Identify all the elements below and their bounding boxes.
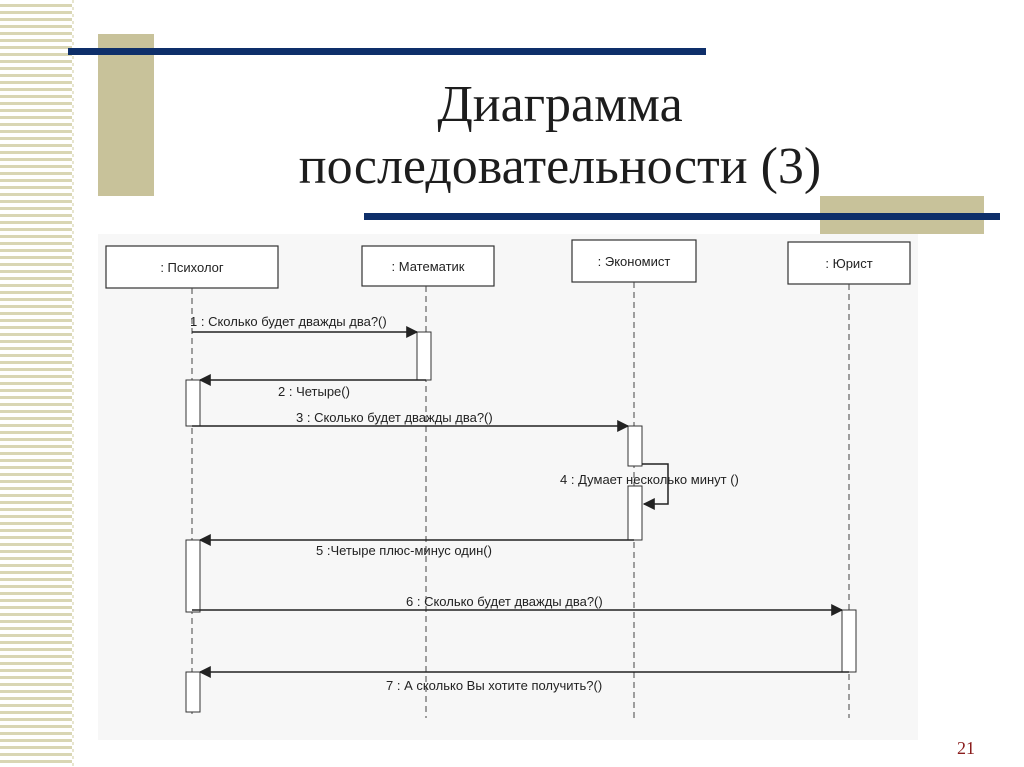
- slide-title-line-1: Диаграмма: [437, 76, 683, 133]
- lifeline-head-box: [571, 239, 697, 283]
- message-label: 3 : Сколько будет дважды два?(): [296, 410, 493, 425]
- message-label: 6 : Сколько будет дважды два?(): [406, 594, 603, 609]
- decorative-stripe-edge: [72, 0, 74, 767]
- message-label: 5 :Четыре плюс-минус один(): [316, 543, 492, 558]
- decorative-stripe: [0, 0, 72, 767]
- diagram-background: [98, 234, 918, 740]
- slide-title: Диаграмма последовательности (3): [230, 74, 890, 198]
- title-rule-bottom: [364, 213, 1000, 220]
- activation-bar-psychologist-1: [185, 379, 201, 427]
- message-label: 4 : Думает несколько минут (): [560, 472, 739, 487]
- message-arrow: [642, 463, 669, 510]
- title-rule-top: [68, 48, 706, 55]
- activation-bar-mathematician: [416, 331, 432, 381]
- message-5: 5 :Четыре плюс-минус один(): [198, 534, 634, 558]
- lifeline-psychologist: : Психолог: [105, 245, 279, 718]
- activation-bar-lawyer: [841, 609, 857, 673]
- lifeline-label: : Юрист: [825, 256, 872, 271]
- activation-bar-psychologist-3: [185, 671, 201, 713]
- message-2: 2 : Четыре(): [198, 374, 426, 399]
- message-4: 4 : Думает несколько минут (): [560, 463, 739, 510]
- message-3: 3 : Сколько будет дважды два?(): [192, 410, 630, 432]
- lifeline-label: : Математик: [392, 259, 465, 274]
- lifeline-head-box: [787, 241, 911, 285]
- lifeline-lawyer: : Юрист: [787, 241, 911, 718]
- decorative-block-left: [98, 34, 154, 196]
- page-number: 21: [957, 738, 975, 758]
- activation-bar-economist-2: [627, 485, 643, 541]
- message-label: 7 : А сколько Вы хотите получить?(): [386, 678, 602, 693]
- message-1: 1 : Сколько будет дважды два?(): [190, 314, 419, 338]
- lifeline-head-box: [361, 245, 495, 287]
- lifeline-economist: : Экономист: [571, 239, 697, 718]
- message-label: 1 : Сколько будет дважды два?(): [190, 314, 387, 329]
- message-7: 7 : А сколько Вы хотите получить?(): [198, 666, 849, 693]
- message-6: 6 : Сколько будет дважды два?(): [192, 594, 844, 616]
- slide-title-line-2: последовательности (3): [298, 138, 822, 195]
- activation-bar-economist-1: [627, 425, 643, 467]
- lifeline-label: : Экономист: [598, 254, 671, 269]
- lifeline-head-box: [105, 245, 279, 289]
- sequence-diagram: : Психолог : Математик : Экономист : Юри…: [98, 234, 918, 740]
- activation-bar-psychologist-2: [185, 539, 201, 613]
- message-label: 2 : Четыре(): [278, 384, 350, 399]
- lifeline-mathematician: : Математик: [361, 245, 495, 718]
- lifeline-label: : Психолог: [160, 260, 224, 275]
